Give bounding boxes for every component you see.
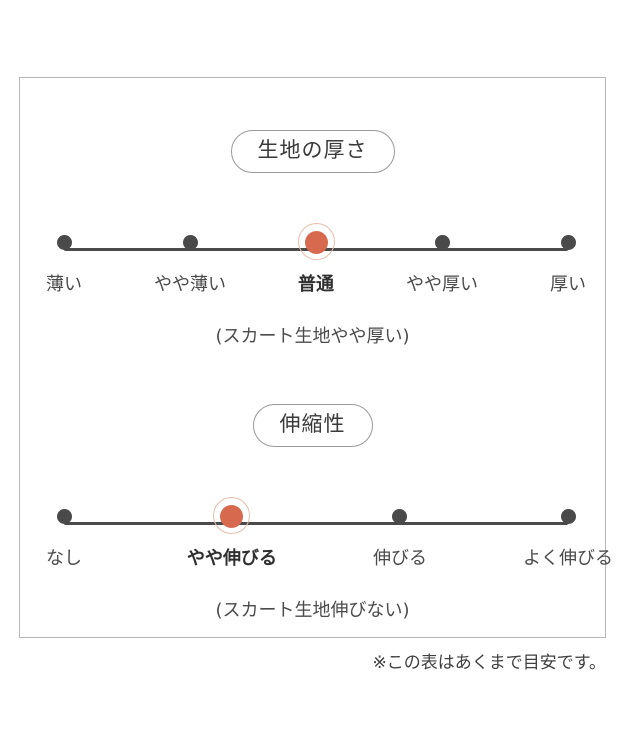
fabric-property-card: 生地の厚さ 薄い やや薄い 普通 やや厚い 厚い (スカート生地やや厚い) 伸縮… [19, 77, 613, 638]
badge-row: 伸縮性 [20, 404, 605, 447]
scale-dot-3-active[interactable] [304, 231, 328, 254]
scale-label-2-active: やや伸びる [186, 548, 277, 569]
scale-dot-1[interactable] [56, 509, 72, 524]
scale-track-thickness [56, 223, 576, 270]
note-row: (スカート生地伸びない) [20, 596, 605, 622]
section-title-badge-stretch: 伸縮性 [252, 404, 373, 447]
scale-dot-4[interactable] [560, 509, 576, 524]
scale-track-stretch [56, 497, 576, 544]
section-title-badge-thickness: 生地の厚さ [230, 130, 395, 173]
scale-label-3-active: 普通 [298, 274, 334, 295]
scale-dot-active-ring [297, 223, 335, 260]
scale-line [64, 522, 568, 525]
scale-label-1: なし [46, 548, 82, 569]
footnote-disclaimer: ※この表はあくまで目安です。 [372, 653, 606, 673]
section-note-thickness: (スカート生地やや厚い) [215, 326, 410, 347]
scale-dot-2[interactable] [182, 235, 198, 250]
scale-label-1: 薄い [46, 274, 82, 295]
scale-dot-2-active[interactable] [220, 505, 244, 528]
scale-labels-thickness: 薄い やや薄い 普通 やや厚い 厚い [46, 274, 586, 304]
scale-label-2: やや薄い [154, 274, 226, 295]
scale-label-5: 厚い [550, 274, 586, 295]
scale-dot-4[interactable] [434, 235, 450, 250]
scale-dot-3[interactable] [392, 509, 408, 524]
scale-labels-stretch: なし やや伸びる 伸びる よく伸びる [46, 548, 613, 578]
scale-dot-1[interactable] [56, 235, 72, 250]
scale-label-4: やや厚い [406, 274, 478, 295]
scale-label-4: よく伸びる [523, 548, 613, 569]
scale-label-3: 伸びる [372, 548, 427, 569]
section-note-stretch: (スカート生地伸びない) [215, 600, 410, 621]
note-row: (スカート生地やや厚い) [20, 322, 605, 348]
scale-dot-active-ring [213, 497, 251, 534]
badge-row: 生地の厚さ [20, 130, 605, 173]
scale-dot-5[interactable] [560, 235, 576, 250]
